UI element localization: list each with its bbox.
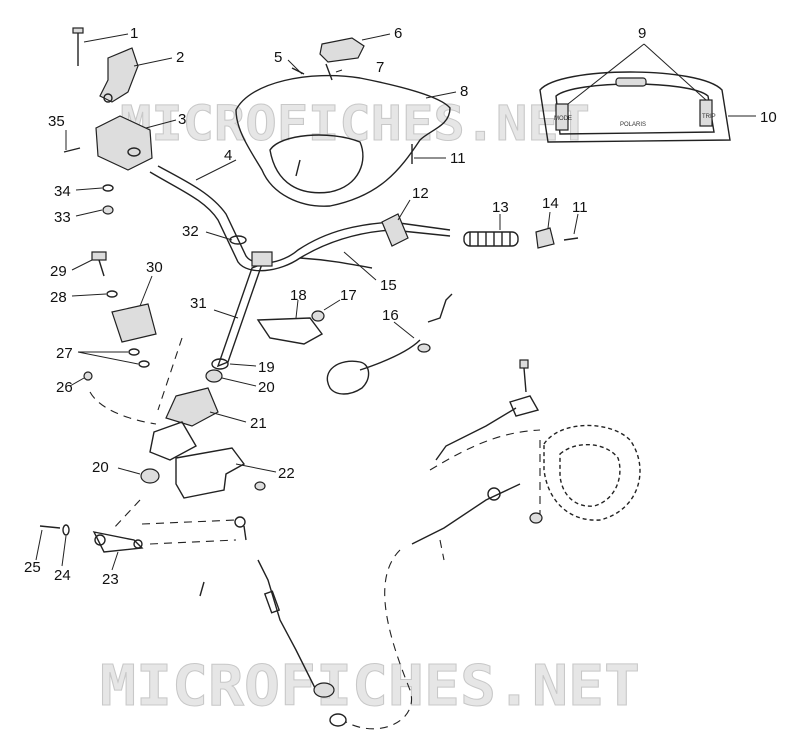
part-26-nut — [69, 371, 93, 387]
part-30-plate — [111, 275, 157, 343]
part-16-tether — [326, 293, 453, 395]
callout-10: 10 — [760, 109, 777, 126]
part-33-nut — [75, 205, 114, 217]
callout-4: 4 — [224, 147, 232, 164]
dashed-lines — [89, 337, 541, 730]
callout-28: 28 — [50, 289, 67, 306]
callout-9: 9 — [638, 25, 646, 42]
part-14-end-cap — [535, 211, 555, 249]
callout-22: 22 — [278, 465, 295, 482]
part-7-screw — [325, 63, 343, 81]
callout-3: 3 — [178, 111, 186, 128]
callout-1: 1 — [130, 25, 138, 42]
part-27-spacers — [77, 348, 150, 368]
part-22-bracket — [175, 447, 277, 499]
callout-17: 17 — [340, 287, 357, 304]
watermark-bottom: MICROFICHES.NET — [100, 654, 640, 719]
callout-25: 25 — [24, 559, 41, 576]
callout-11b: 11 — [572, 199, 588, 216]
steering-cable-right — [411, 359, 641, 545]
callout-16: 16 — [382, 307, 399, 324]
part-31-steering-post — [213, 251, 273, 368]
part-23-lever — [92, 531, 144, 571]
callout-15: 15 — [380, 277, 397, 294]
callout-7: 7 — [376, 59, 384, 76]
callout-21: 21 — [250, 415, 267, 432]
part-5-mount — [287, 59, 305, 75]
part-32-clamp — [205, 231, 247, 245]
part-10-instrument-panel: MODE TRIP POLARIS — [539, 43, 756, 143]
callout-8: 8 — [460, 83, 468, 100]
callout-6: 6 — [394, 25, 402, 42]
part-24-washer — [61, 524, 70, 567]
callout-20a: 20 — [258, 379, 275, 396]
callout-18: 18 — [290, 287, 307, 304]
watermark-top: MICROFICHES.NET — [120, 96, 590, 152]
callout-31: 31 — [190, 295, 207, 312]
part-11-screw-b — [563, 213, 579, 241]
panel-left-label: MODE — [554, 116, 572, 122]
callout-34: 34 — [54, 183, 71, 200]
part-18-bracket — [256, 299, 324, 345]
panel-right-label: TRIP — [702, 114, 716, 120]
part-29-bolt — [71, 251, 107, 277]
callout-19: 19 — [258, 359, 275, 376]
part-21-steering-block — [149, 387, 247, 461]
tie-rod — [199, 481, 347, 727]
callout-24: 24 — [54, 567, 71, 584]
part-20-nut-lower — [117, 467, 160, 484]
part-2-bracket — [99, 47, 173, 103]
callout-20b: 20 — [92, 459, 109, 476]
callout-23: 23 — [102, 571, 119, 588]
part-11-screw-a — [411, 144, 446, 164]
callout-12: 12 — [412, 185, 429, 202]
part-35-screw — [63, 130, 81, 153]
callout-5: 5 — [274, 49, 282, 66]
part-6-switch — [319, 33, 391, 63]
part-19-bushing — [211, 358, 257, 370]
panel-brand-label: POLARIS — [620, 122, 646, 128]
callout-26: 26 — [56, 379, 73, 396]
callout-33: 33 — [54, 209, 71, 226]
part-3-housing — [95, 115, 177, 171]
callout-labels: 1 2 3 4 5 6 7 8 9 10 11 12 13 14 11 15 1… — [24, 25, 777, 588]
part-1-bolt — [72, 27, 129, 66]
part-20-nut-upper — [205, 369, 257, 387]
callout-29: 29 — [50, 263, 67, 280]
part-15-throttle-cable — [299, 251, 377, 281]
callout-14: 14 — [542, 195, 559, 212]
part-34-washer — [75, 184, 114, 192]
callout-32: 32 — [182, 223, 199, 240]
callout-30: 30 — [146, 259, 163, 276]
callout-35: 35 — [48, 113, 65, 130]
part-8-hood — [235, 74, 457, 207]
part-28-washer — [71, 290, 118, 298]
part-25-bolt — [35, 525, 61, 561]
part-17-screw — [311, 299, 341, 322]
callout-13: 13 — [492, 199, 509, 216]
callout-27: 27 — [56, 345, 73, 362]
part-13-grip — [463, 214, 519, 247]
callout-11a: 11 — [450, 150, 466, 167]
callout-2: 2 — [176, 49, 184, 66]
part-4-handlebar — [149, 159, 451, 272]
part-12-throttle-block — [381, 199, 411, 247]
